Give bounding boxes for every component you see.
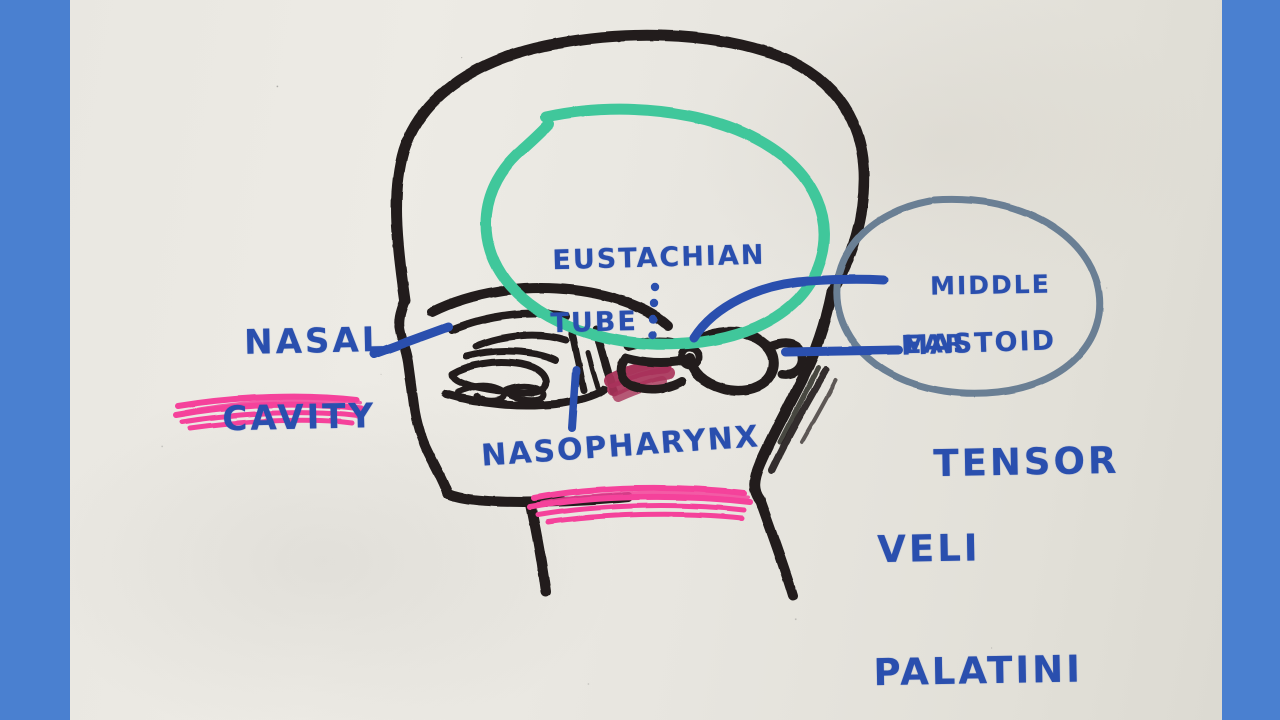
label-mastoid: MASTOID [900, 325, 1057, 362]
head-outline-drawing [391, 29, 870, 601]
label-middle-ear-line1: MIDDLE [929, 269, 1052, 301]
label-tensor-veli-palatini-line2: VELI [876, 525, 981, 571]
green-highlight-circle [480, 103, 830, 350]
letterbox-bar-left [0, 0, 70, 720]
pink-underline-nasopharynx [527, 484, 753, 525]
label-tensor-veli-palatini: TENSOR VELI PALATINI [869, 402, 1125, 720]
label-eustachian-tube-line1: EUSTACHIAN [552, 239, 766, 276]
leader-middle-ear [689, 274, 889, 343]
label-tensor-veli-palatini-line3: PALATINI [873, 647, 1084, 695]
label-nasal-cavity: NASAL CAVITY [184, 286, 390, 510]
label-tensor-veli-palatini-line1: TENSOR [933, 439, 1120, 486]
label-eustachian-tube-line2: TUBE [550, 305, 639, 340]
leader-lines [369, 274, 903, 432]
leader-eustachian-dotted [647, 282, 660, 340]
gray-highlight-ellipse [833, 195, 1104, 397]
letterbox-bar-right [1222, 0, 1280, 720]
label-nasal-cavity-line1: NASAL [243, 319, 387, 363]
leader-nasal-cavity [369, 322, 453, 359]
pink-underline-nasal-cavity [173, 393, 365, 431]
label-eustachian-tube: EUSTACHIAN TUBE [506, 213, 769, 397]
leader-nasopharynx [568, 366, 580, 432]
label-nasal-cavity-line2: CAVITY [222, 396, 377, 440]
leader-mastoid [781, 345, 903, 357]
